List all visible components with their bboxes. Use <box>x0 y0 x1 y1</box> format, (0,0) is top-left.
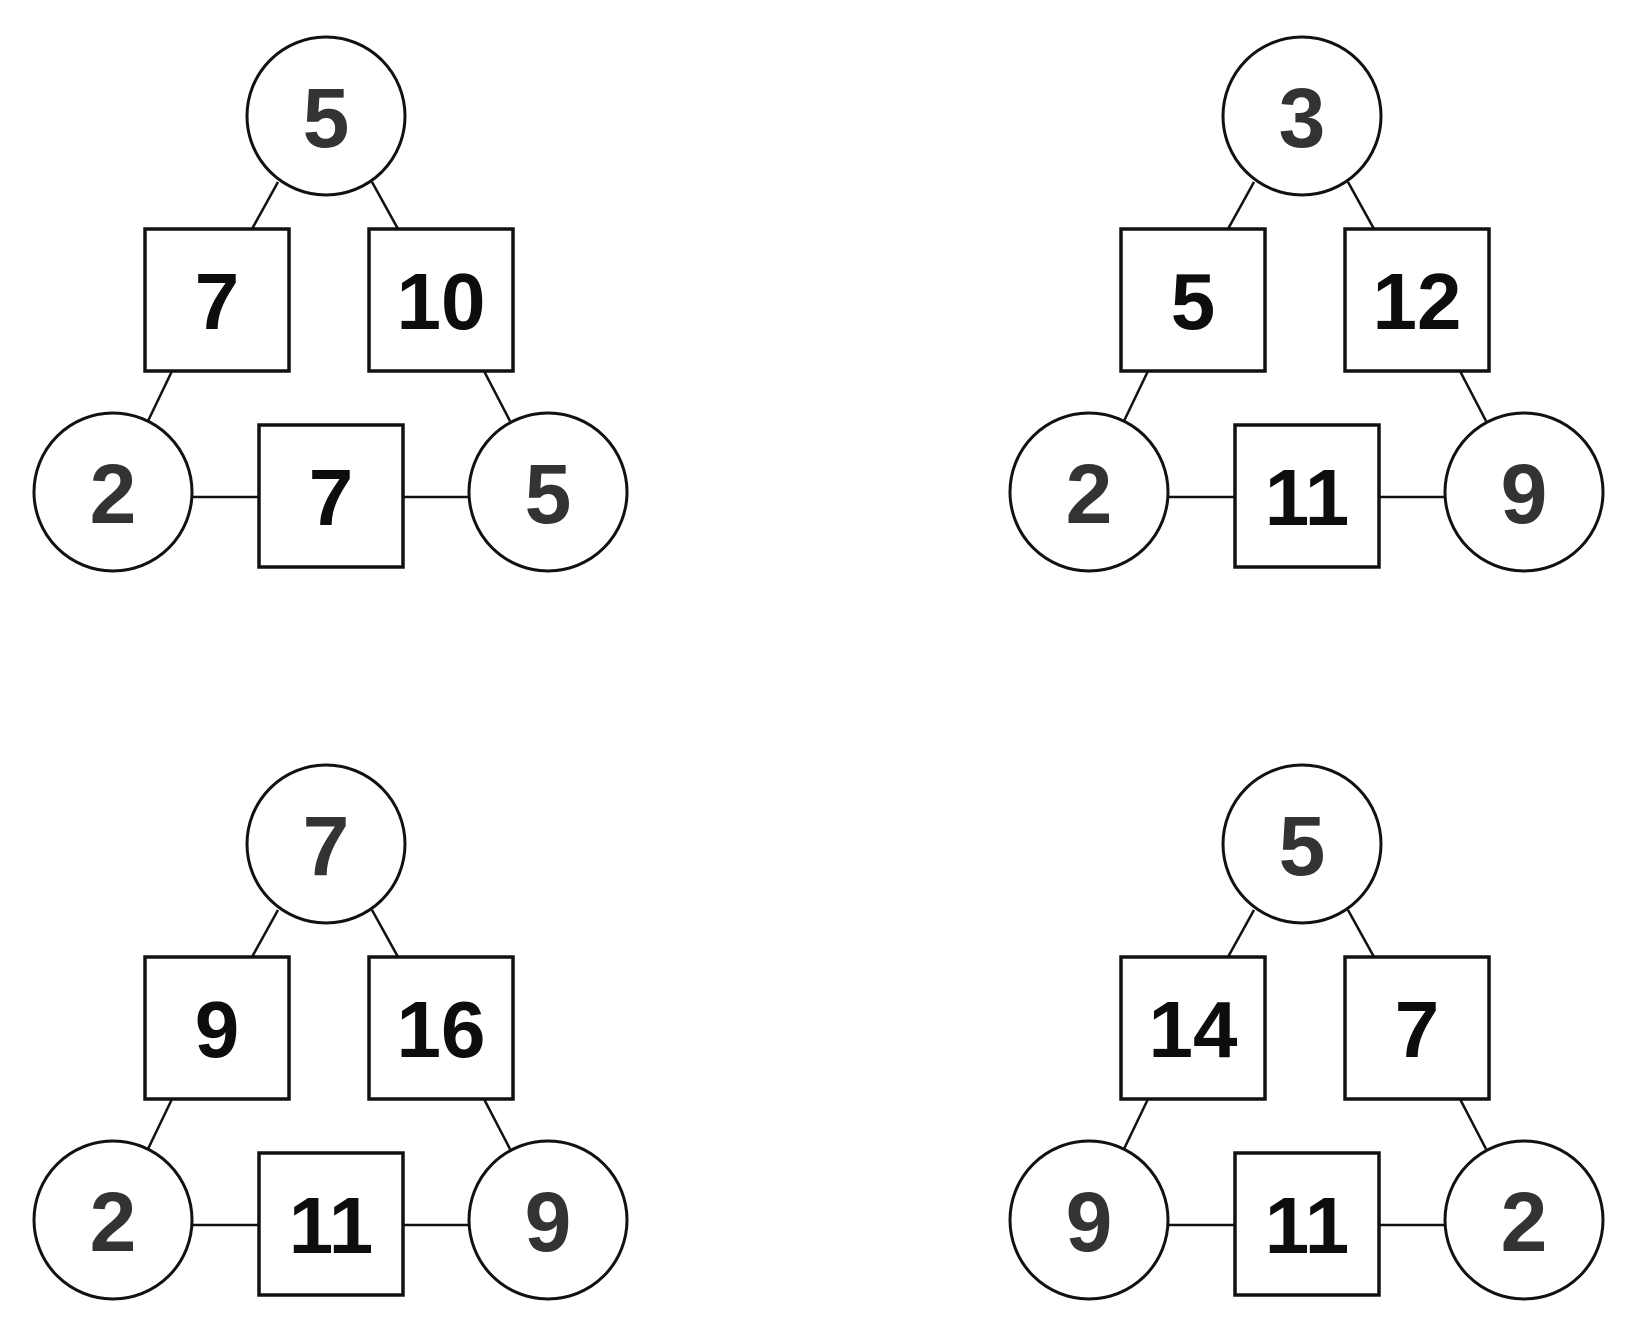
right-box <box>367 227 515 373</box>
left-box-value: 5 <box>1171 257 1216 346</box>
connector-line <box>370 181 400 230</box>
right-circle <box>467 411 629 573</box>
right-box-value: 10 <box>397 257 486 346</box>
puzzle-1: 5 2 5 7 10 7 <box>32 35 629 573</box>
connector-line <box>1226 909 1256 958</box>
left-box-value: 7 <box>195 257 240 346</box>
puzzle-3: 7 2 9 9 16 11 <box>32 763 629 1301</box>
right-box <box>1343 227 1491 373</box>
connector-line <box>482 1098 512 1150</box>
left-box <box>143 955 291 1101</box>
connector-line <box>1346 909 1376 958</box>
connector-line <box>146 1098 174 1150</box>
right-box-value: 12 <box>1373 257 1462 346</box>
right-circle <box>1443 1139 1605 1301</box>
connector-line <box>1122 370 1150 422</box>
right-circle-value: 9 <box>525 1175 572 1269</box>
top-circle <box>1221 35 1383 197</box>
top-circle <box>245 35 407 197</box>
top-circle <box>245 763 407 925</box>
left-circle <box>32 1139 194 1301</box>
connector-line <box>1458 1098 1488 1150</box>
bottom-box-value: 11 <box>289 1181 374 1270</box>
puzzle-2: 3 2 9 5 12 11 <box>1008 35 1605 573</box>
right-box <box>367 955 515 1101</box>
bottom-box <box>1233 423 1381 569</box>
top-circle-value: 5 <box>1279 799 1326 893</box>
right-box <box>1343 955 1491 1101</box>
connector-line <box>482 370 512 422</box>
left-box <box>1119 227 1267 373</box>
top-circle-value: 5 <box>303 71 350 165</box>
top-circle-value: 3 <box>1279 71 1326 165</box>
connector-line <box>146 370 174 422</box>
top-circle-value: 7 <box>303 799 350 893</box>
bottom-box <box>257 423 405 569</box>
connector-line <box>1458 370 1488 422</box>
right-circle-value: 2 <box>1501 1175 1548 1269</box>
bottom-box-value: 11 <box>1265 453 1350 542</box>
top-circle <box>1221 763 1383 925</box>
connector-line <box>250 181 280 230</box>
right-circle <box>1443 411 1605 573</box>
left-box-value: 14 <box>1149 985 1238 1074</box>
connector-line <box>250 909 280 958</box>
right-circle-value: 5 <box>525 447 572 541</box>
left-box <box>143 227 291 373</box>
connector-line <box>1346 181 1376 230</box>
right-box-value: 16 <box>397 985 486 1074</box>
connector-line <box>1122 1098 1150 1150</box>
connector-line <box>1226 181 1256 230</box>
bottom-box-value: 11 <box>1265 1181 1350 1270</box>
right-circle <box>467 1139 629 1301</box>
left-circle <box>32 411 194 573</box>
left-box <box>1119 955 1267 1101</box>
bottom-box-value: 7 <box>309 453 354 542</box>
puzzle-4: 5 9 2 14 7 11 <box>1008 763 1605 1301</box>
right-circle-value: 9 <box>1501 447 1548 541</box>
bottom-box <box>257 1151 405 1297</box>
right-box-value: 7 <box>1395 985 1440 1074</box>
left-circle-value: 2 <box>1066 447 1113 541</box>
left-circle-value: 2 <box>90 1175 137 1269</box>
left-circle <box>1008 1139 1170 1301</box>
left-circle-value: 9 <box>1066 1175 1113 1269</box>
left-box-value: 9 <box>195 985 240 1074</box>
left-circle <box>1008 411 1170 573</box>
connector-line <box>370 909 400 958</box>
bottom-box <box>1233 1151 1381 1297</box>
left-circle-value: 2 <box>90 447 137 541</box>
